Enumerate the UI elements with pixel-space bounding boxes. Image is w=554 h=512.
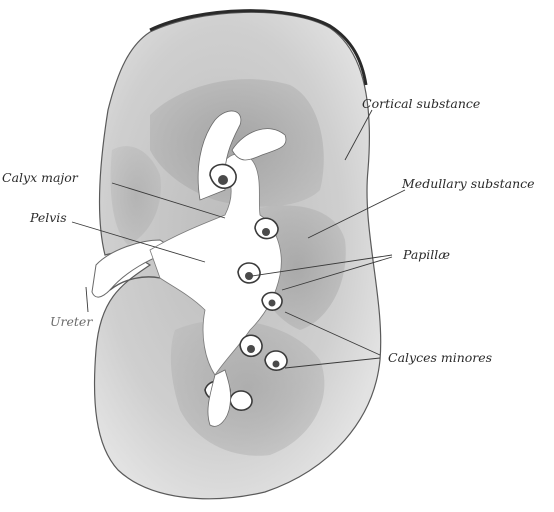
papilla-5 bbox=[247, 345, 255, 353]
calyx-minor-8 bbox=[230, 391, 252, 410]
label-calyx-major: Calyx major bbox=[2, 170, 79, 185]
papilla-6 bbox=[273, 361, 280, 368]
label-ureter: Ureter bbox=[50, 314, 93, 329]
label-calyces-minores: Calyces minores bbox=[388, 350, 492, 365]
label-medullary-substance: Medullary substance bbox=[401, 176, 535, 191]
leader-ureter bbox=[86, 287, 88, 312]
label-papillae: Papillæ bbox=[402, 247, 450, 262]
papilla-3 bbox=[245, 272, 253, 280]
papilla-1 bbox=[218, 175, 228, 185]
label-pelvis: Pelvis bbox=[29, 210, 67, 225]
label-cortical-substance: Cortical substance bbox=[362, 96, 480, 111]
papilla-2 bbox=[262, 228, 270, 236]
papilla-4 bbox=[269, 300, 276, 307]
